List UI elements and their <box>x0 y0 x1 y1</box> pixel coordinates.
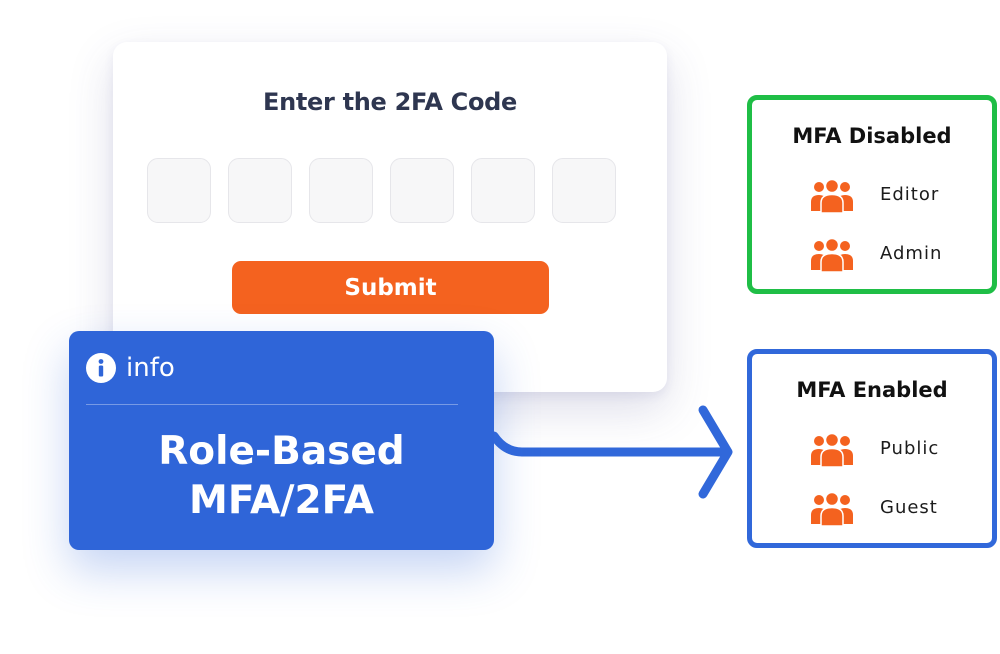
mfa-enabled-heading: MFA Enabled <box>796 378 948 402</box>
info-divider <box>86 404 458 405</box>
info-title-line-1: Role-Based <box>158 429 405 474</box>
role-item-admin: Admin <box>810 237 941 273</box>
code-digit-input-2[interactable] <box>228 158 292 223</box>
users-group-icon <box>811 432 853 468</box>
users-group-icon <box>811 178 853 214</box>
code-digit-input-3[interactable] <box>309 158 373 223</box>
info-title: Role-Based MFA/2FA <box>69 427 494 525</box>
role-name-public: Public <box>880 438 940 459</box>
code-digit-input-5[interactable] <box>471 158 535 223</box>
info-circle-icon <box>86 353 116 383</box>
code-card-title: Enter the 2FA Code <box>262 88 518 116</box>
code-digit-input-4[interactable] <box>390 158 454 223</box>
info-label: info <box>126 353 175 383</box>
info-header: info <box>86 353 175 383</box>
role-item-guest: Guest <box>810 491 937 527</box>
code-digit-input-6[interactable] <box>552 158 616 223</box>
users-group-icon <box>811 237 853 273</box>
mfa-disabled-heading: MFA Disabled <box>792 124 952 148</box>
code-digit-input-1[interactable] <box>147 158 211 223</box>
role-name-guest: Guest <box>880 497 938 518</box>
role-item-editor: Editor <box>810 178 938 214</box>
role-item-public: Public <box>810 432 938 468</box>
submit-button[interactable]: Submit <box>232 261 549 314</box>
info-title-line-2: MFA/2FA <box>189 478 374 523</box>
code-digit-inputs <box>147 158 616 223</box>
info-card: info Role-Based MFA/2FA <box>69 331 494 550</box>
role-name-editor: Editor <box>880 184 940 205</box>
users-group-icon <box>811 491 853 527</box>
mfa-disabled-box: MFA Disabled Editor Admin <box>747 95 997 294</box>
role-name-admin: Admin <box>880 243 943 264</box>
mfa-enabled-box: MFA Enabled Public Guest <box>747 349 997 548</box>
